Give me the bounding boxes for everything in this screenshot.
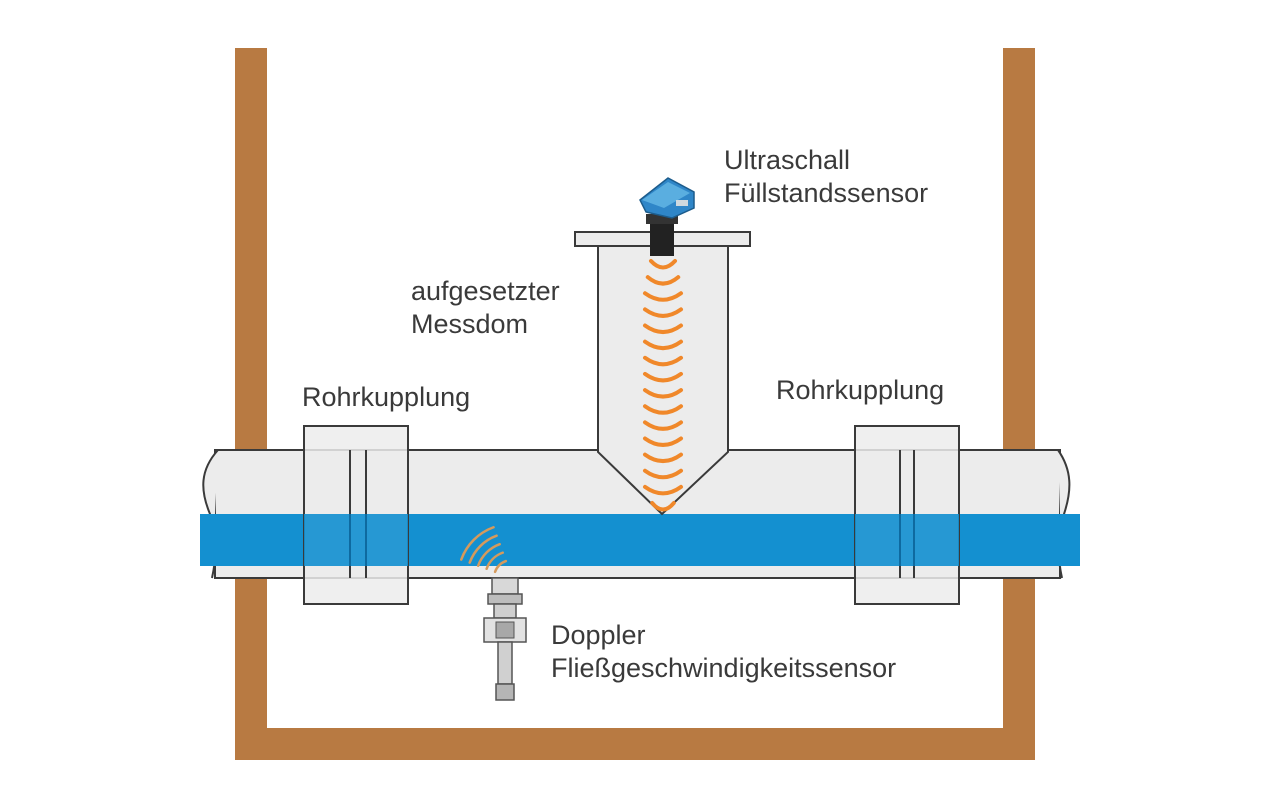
label-doppler-line1: Doppler	[551, 620, 646, 650]
label-coupling-left-text: Rohrkupplung	[302, 382, 471, 412]
doppler-wave-arc	[485, 551, 505, 571]
label-ultrasonic-line2: Füllstandssensor	[724, 178, 929, 208]
doppler-wave-arc	[468, 534, 498, 564]
label-dome-line1: aufgesetzter	[411, 276, 560, 306]
label-doppler-sensor: Doppler Fließgeschwindigkeitssensor	[551, 619, 896, 685]
ultrasonic-wave-arc	[643, 355, 683, 367]
ultrasonic-level-sensor-icon	[639, 177, 695, 256]
doppler-waves	[460, 526, 508, 574]
ultrasonic-wave-arc	[643, 371, 683, 383]
label-coupling-right-text: Rohrkupplung	[776, 375, 945, 405]
label-ultrasonic-line1: Ultraschall	[724, 145, 851, 175]
ultrasonic-wave-arc	[643, 307, 683, 318]
ultrasonic-wave-arc	[643, 452, 683, 464]
ultrasonic-wave-arc	[643, 420, 683, 431]
ultrasonic-wave-arc	[643, 468, 683, 480]
ultrasonic-wave-arc	[643, 339, 683, 351]
doppler-wave-arc	[476, 542, 501, 567]
ultrasonic-waves	[643, 259, 683, 512]
doppler-flow-sensor-icon	[483, 577, 527, 701]
ultrasonic-wave-arc	[645, 275, 681, 286]
ultrasonic-wave-arc	[643, 323, 683, 335]
doppler-wave-arc	[460, 526, 495, 561]
label-ultrasonic-level-sensor: Ultraschall Füllstandssensor	[724, 144, 928, 210]
pipe-coupling-left	[303, 425, 409, 605]
label-dome-line2: Messdom	[411, 309, 529, 339]
ultrasonic-wave-arc	[643, 291, 683, 302]
ultrasonic-wave-arc	[643, 404, 683, 415]
shaft-wall	[235, 48, 1035, 760]
label-doppler-line2: Fließgeschwindigkeitssensor	[551, 653, 897, 683]
label-coupling-left: Rohrkupplung	[302, 381, 470, 414]
ultrasonic-wave-arc	[643, 436, 683, 447]
ultrasonic-wave-arc	[650, 501, 676, 512]
pipe-coupling-right	[854, 425, 960, 605]
doppler-wave-arc	[493, 559, 508, 574]
ultrasonic-wave-arc	[649, 259, 677, 270]
ultrasonic-wave-arc	[643, 388, 683, 399]
label-coupling-right: Rohrkupplung	[776, 374, 944, 407]
ultrasonic-wave-arc	[643, 484, 683, 496]
label-measuring-dome: aufgesetzter Messdom	[411, 275, 560, 341]
